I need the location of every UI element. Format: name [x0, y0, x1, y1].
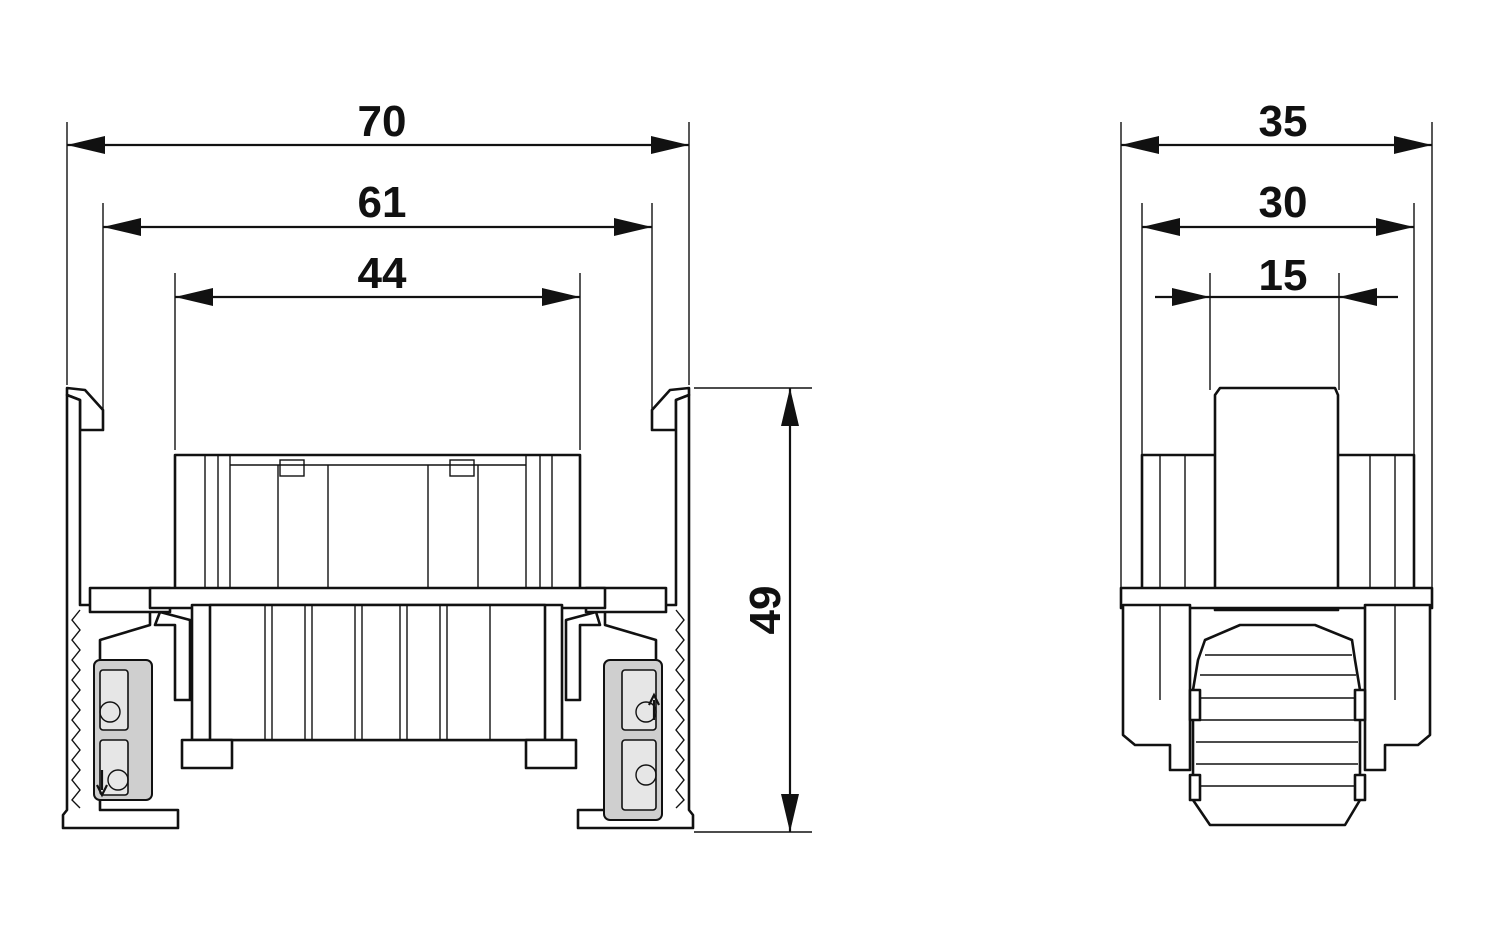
dimension-70: 70 — [67, 97, 689, 154]
dimension-label-35: 35 — [1259, 97, 1308, 146]
left-frame — [61, 386, 192, 830]
dimension-label-70: 70 — [358, 97, 407, 146]
dimension-61: 61 — [103, 178, 652, 236]
side-insert-body — [1119, 386, 1434, 827]
dimension-label-61: 61 — [358, 178, 407, 227]
right-frame — [564, 386, 695, 830]
side-view: 35 30 15 — [1119, 97, 1434, 827]
front-view: 70 61 44 49 — [61, 97, 812, 833]
front-insert-body — [148, 453, 607, 770]
dimension-label-49: 49 — [741, 586, 790, 635]
dimension-49: 49 — [741, 388, 799, 832]
dimension-label-15: 15 — [1259, 251, 1308, 300]
side-extension-lines — [1120, 122, 1433, 600]
dimension-35: 35 — [1121, 97, 1432, 154]
front-extension-lines — [66, 122, 812, 833]
dimension-label-44: 44 — [358, 249, 407, 298]
dimension-15: 15 — [1155, 251, 1398, 306]
dimension-label-30: 30 — [1259, 178, 1308, 227]
dimension-44: 44 — [175, 249, 580, 306]
dimension-30: 30 — [1142, 178, 1414, 236]
